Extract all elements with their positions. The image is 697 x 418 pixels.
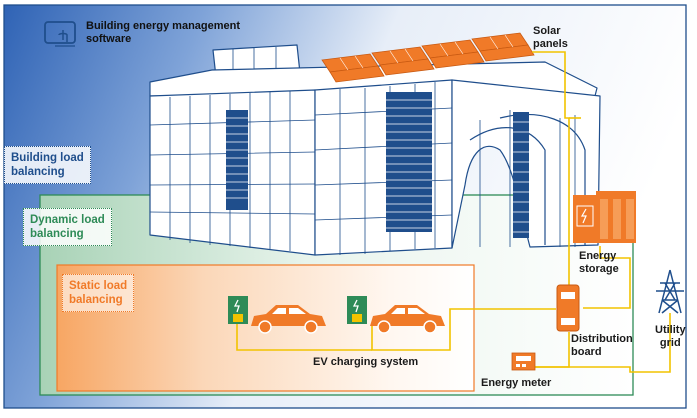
software-label-line1: Building energy management [86,20,241,32]
ev-charging-label: EV charging system [313,356,419,368]
distribution-board-icon [556,284,580,332]
pylon-icon [656,269,684,314]
touchscreen-icon [44,21,76,47]
utility-grid-label: Utility grid [655,324,686,350]
power-lines [236,51,671,373]
energy-meter-icon [511,352,536,371]
solar-panel-icon [321,32,535,83]
solar-label-line1: Solar [533,25,561,37]
energy-meter-label: Energy meter [481,377,552,389]
building-louvers [226,92,529,238]
energy-storage-label-line1: Energy [579,250,617,262]
utility-grid-label-line1: Utility [655,324,686,336]
distribution-board-label-line2: board [571,346,602,358]
building-load-label-line1: Building load [11,152,84,164]
energy-storage-label: Energy storage [579,250,619,276]
utility-grid-label-line2: grid [659,337,681,349]
dynamic-load-label: Dynamic load balancing [23,208,112,246]
charger-icon [228,296,367,324]
distribution-board-label: Distribution board [571,333,633,359]
solar-label-line2: panels [533,38,568,50]
car-icon [251,305,445,334]
dynamic-load-label-line2: balancing [30,228,84,240]
building-load-label: Building load balancing [4,146,91,184]
dynamic-load-label-line1: Dynamic load [30,214,105,226]
distribution-board-label-line1: Distribution [571,333,633,345]
building-load-label-line2: balancing [11,166,65,178]
energy-storage-label-line2: storage [579,263,619,275]
battery-icon [573,191,636,243]
static-load-label: Static load balancing [62,274,135,312]
static-load-label-line2: balancing [69,294,123,306]
static-load-label-line1: Static load [69,280,128,292]
software-label: Building energy management software [86,20,240,46]
software-label-line2: software [86,33,132,45]
solar-label: Solar panels [533,25,568,51]
